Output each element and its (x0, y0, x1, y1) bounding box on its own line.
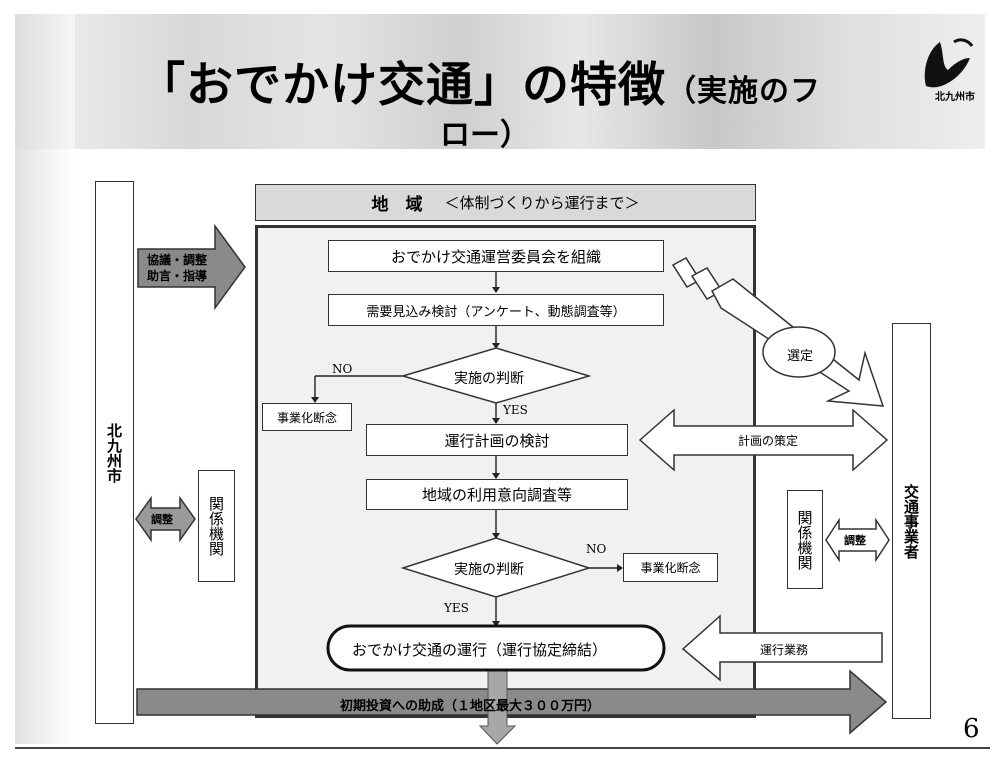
bottom-rule (15, 747, 990, 749)
related-agencies-left: 関係機関 (198, 470, 235, 582)
flow-step-3-label: 運行計画の検討 (444, 431, 550, 450)
kitakyushu-logo-icon (924, 38, 974, 88)
city-column: 北九州市 (95, 181, 134, 724)
arrowheads (311, 287, 623, 627)
selection-ellipse (762, 326, 836, 378)
operator-column: 交通事業者 (892, 323, 931, 719)
page-title: 「おでかけ交通」の特徴（実施のフ (138, 46, 821, 115)
decision-2-label: 実施の判断 (454, 562, 524, 578)
operation-terminal (326, 624, 666, 672)
adjust-left-label: 調整 (151, 513, 173, 526)
abandon-2-label: 事業化断念 (640, 561, 701, 575)
related-left-label: 関係機関 (207, 496, 225, 556)
yes-2-label: YES (444, 601, 469, 615)
related-right-label: 関係機関 (795, 509, 814, 570)
flow-step-1-label: おでかけ交通運営委員会を組織 (390, 247, 601, 266)
flow-step-4: 地域の利用意向調査等 (366, 479, 628, 510)
related-agencies-right: 関係機関 (787, 490, 823, 589)
adjust-arrow-left (135, 495, 196, 543)
logo-text: 北九州市 (935, 92, 975, 103)
flow-step-2-label: 需要見込み検討（アンケート、動態調査等） (366, 304, 626, 320)
abandon-box-1: 事業化断念 (262, 403, 352, 431)
region-title: 地 域 (371, 195, 423, 215)
subsidy-label: 初期投資への助成（１地区最大３００万円） (340, 699, 601, 714)
exit-arrow (478, 669, 517, 745)
header-banner (15, 14, 985, 149)
flow-step-3: 運行計画の検討 (366, 424, 628, 456)
selection-label: 選定 (787, 349, 814, 364)
title-main: 「おでかけ交通」の特徴 (138, 58, 666, 113)
no-1-label: NO (332, 362, 353, 376)
decision-diamond-2 (400, 537, 592, 598)
no-2-label: NO (586, 542, 607, 556)
yes-1-label: YES (503, 403, 528, 417)
plan-formulation-arrow (638, 408, 889, 472)
region-header: 地 域 ＜体制づくりから運行まで＞ (255, 184, 756, 221)
flow-step-1: おでかけ交通運営委員会を組織 (328, 240, 664, 272)
operation-work-label: 運行業務 (760, 643, 809, 657)
decision-diamond-1 (400, 347, 592, 404)
flow-step-5-label: おでかけ交通の運行（運行協定締結） (352, 641, 608, 659)
flow-step-2: 需要見込み検討（アンケート、動態調査等） (328, 294, 664, 326)
title-sub: （実施のフ (666, 74, 821, 109)
region-subtitle: ＜体制づくりから運行まで＞ (444, 194, 640, 212)
adjust-right-label: 調整 (844, 534, 866, 547)
consult-label: 協議・調整 助言・指導 (147, 253, 208, 283)
consult-arrow (137, 223, 246, 311)
title-continuation: ロー） (440, 118, 530, 153)
side-decoration (15, 14, 75, 744)
operation-work-arrow (681, 614, 883, 682)
decision-1-label: 実施の判断 (454, 371, 524, 387)
abandon-box-2: 事業化断念 (623, 553, 718, 582)
abandon-1-label: 事業化断念 (276, 410, 337, 425)
city-label: 北九州市 (105, 422, 123, 483)
flow-step-4-label: 地域の利用意向調査等 (421, 486, 572, 504)
subsidy-arrow (136, 669, 888, 735)
plan-formulation-label: 計画の策定 (738, 434, 799, 448)
operator-label: 交通事業者 (902, 483, 920, 559)
adjust-arrow-right (825, 517, 890, 563)
page-number: 6 (963, 714, 980, 744)
